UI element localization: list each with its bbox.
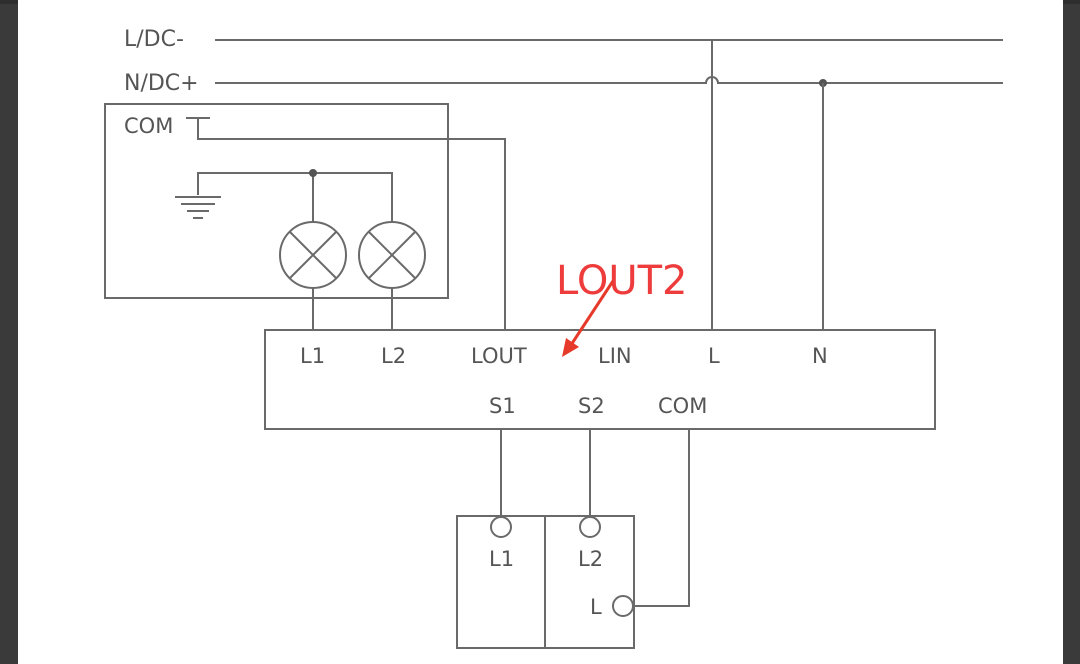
terminal-l1-icon: [490, 516, 512, 538]
terminal-l-icon: [612, 595, 634, 617]
ground-icon: [175, 196, 221, 219]
module-terminal-lout: LOUT: [471, 344, 527, 368]
terminal-l2-icon: [579, 516, 601, 538]
lamp-icon: [358, 221, 426, 289]
lamp-supply-wire: [197, 172, 393, 222]
switch-module: [264, 329, 936, 430]
lamp-icon: [279, 221, 347, 289]
com-to-switch-l-wire: [633, 429, 690, 607]
module-terminal-n: N: [812, 344, 828, 368]
rail-label-l-dc: L/DC-: [124, 27, 184, 52]
com-wire: [186, 117, 506, 330]
annotation-arrow-icon: [562, 280, 615, 357]
module-terminal-lin: LIN: [598, 344, 632, 368]
switch-terminal-l1: L1: [489, 547, 514, 571]
load-box: [104, 103, 449, 299]
module-terminal-s1: S1: [489, 394, 516, 418]
junction-dot-lamps: [309, 169, 317, 177]
load-box-com-label: COM: [124, 114, 173, 138]
module-terminal-l: L: [708, 344, 720, 368]
annotation-lout2: LOUT2: [556, 258, 688, 304]
module-terminal-s2: S2: [578, 394, 605, 418]
rail-label-n-dc: N/DC+: [124, 71, 199, 96]
switch-terminal-l2: L2: [578, 547, 603, 571]
switch-terminal-l: L: [590, 595, 602, 619]
module-terminal-com: COM: [658, 394, 707, 418]
diagram-page: [18, 0, 1063, 664]
rail-n-dc-line: [215, 76, 1003, 84]
module-terminal-l2: L2: [381, 344, 406, 368]
module-terminal-l1: L1: [300, 344, 325, 368]
